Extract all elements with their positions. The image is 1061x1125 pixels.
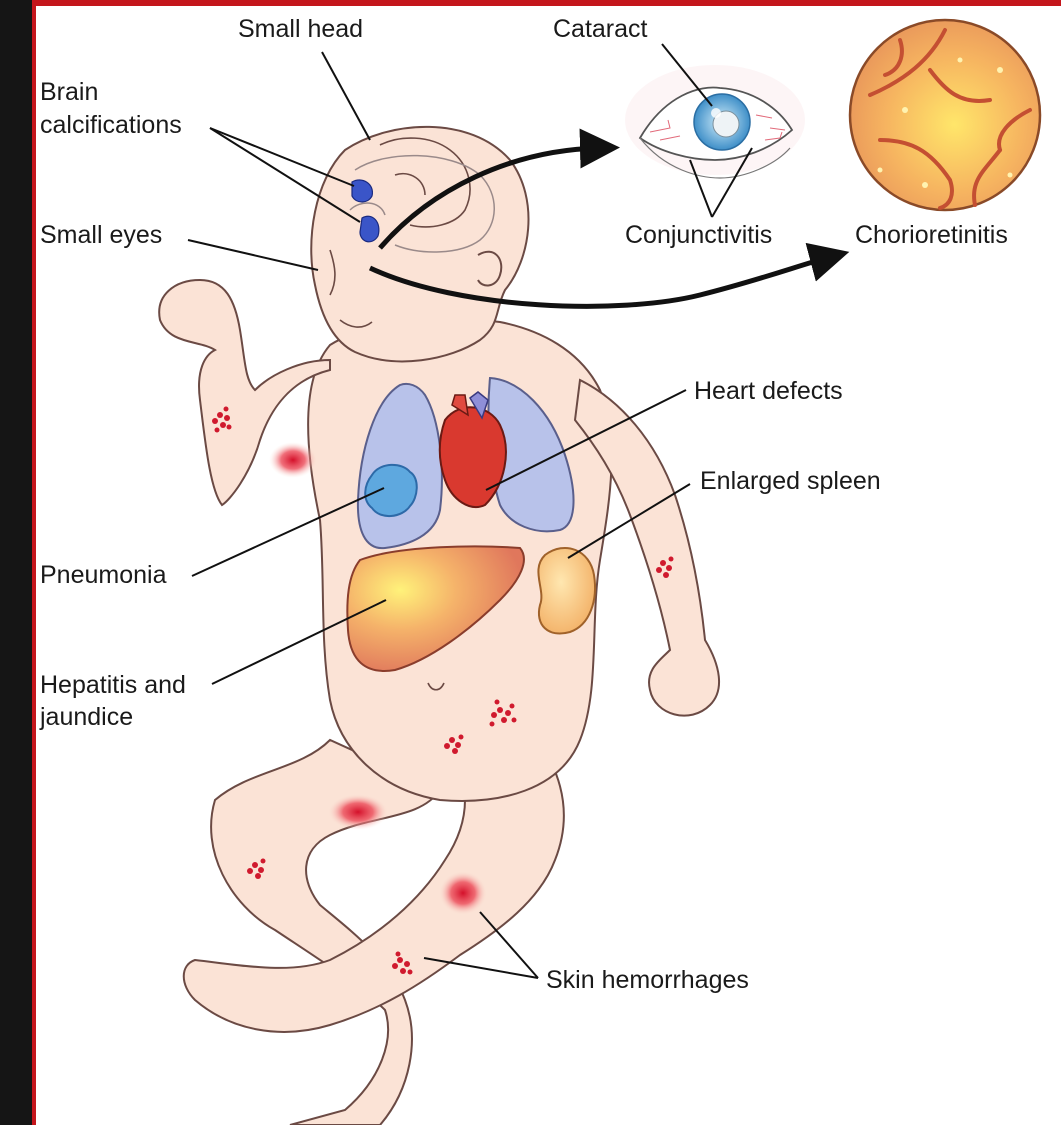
hepatitis-label-line2: jaundice (40, 702, 133, 732)
ear (478, 252, 501, 286)
brain-calcifications-label-line2: calcifications (40, 110, 182, 140)
enlarged-spleen-label: Enlarged spleen (700, 466, 881, 496)
small-head-label: Small head (238, 14, 363, 44)
conjunctivitis-label: Conjunctivitis (625, 220, 772, 250)
brain-calcifications-label-line1: Brain (40, 77, 98, 107)
small-eyes-label: Small eyes (40, 220, 162, 250)
pneumonia-label: Pneumonia (40, 560, 166, 590)
heart-defects-label: Heart defects (694, 376, 843, 406)
spleen (538, 548, 595, 634)
hepatitis-label-line1: Hepatitis and (40, 670, 186, 700)
eye-inset (625, 65, 805, 178)
chorioretinitis-label: Chorioretinitis (855, 220, 1008, 250)
pneumonia-patch (365, 465, 417, 516)
retina-inset (850, 20, 1040, 210)
cataract-label: Cataract (553, 14, 647, 44)
skin-hemorrhages-label: Skin hemorrhages (546, 965, 749, 995)
